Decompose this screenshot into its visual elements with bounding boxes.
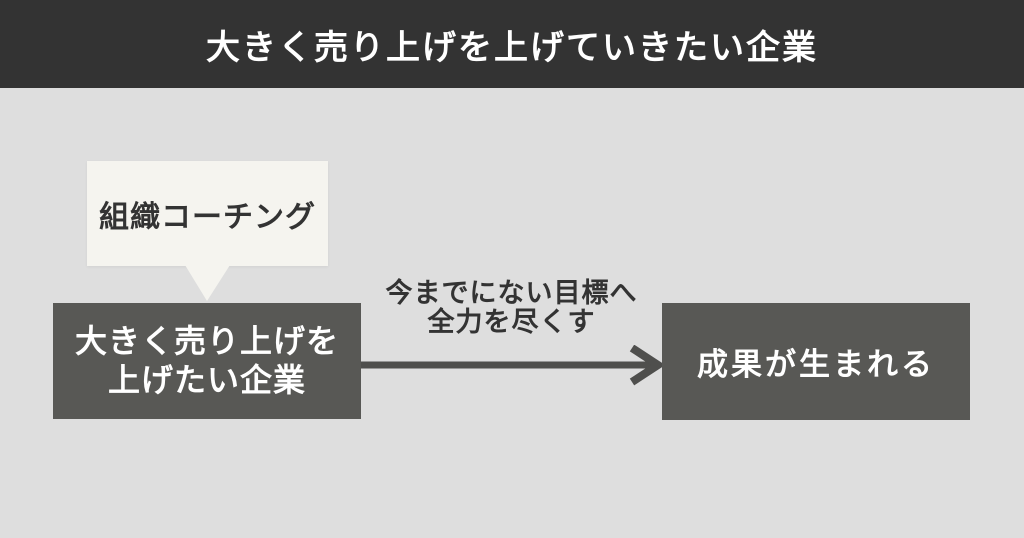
result-box-label: 成果が生まれる bbox=[697, 347, 935, 382]
speech-bubble-label: 組織コーチング bbox=[99, 200, 316, 234]
arrow-label: 今までにない目標へ 全力を尽くす bbox=[361, 279, 662, 337]
source-box-line-1: 大きく売り上げを bbox=[74, 323, 339, 359]
result-box: 成果が生まれる bbox=[662, 303, 970, 420]
header-title: 大きく売り上げを上げていきたい企業 bbox=[206, 28, 818, 67]
speech-bubble: 組織コーチング bbox=[87, 161, 328, 266]
header-bar: 大きく売り上げを上げていきたい企業 bbox=[0, 0, 1024, 88]
source-box-line-2: 上げたい企業 bbox=[107, 362, 306, 398]
source-box: 大きく売り上げを 上げたい企業 bbox=[53, 303, 361, 419]
speech-bubble-tail bbox=[185, 265, 230, 301]
arrow-right-icon bbox=[361, 345, 663, 386]
arrow-label-line-1: 今までにない目標へ bbox=[385, 278, 638, 308]
arrow-label-line-2: 全力を尽くす bbox=[427, 307, 596, 337]
